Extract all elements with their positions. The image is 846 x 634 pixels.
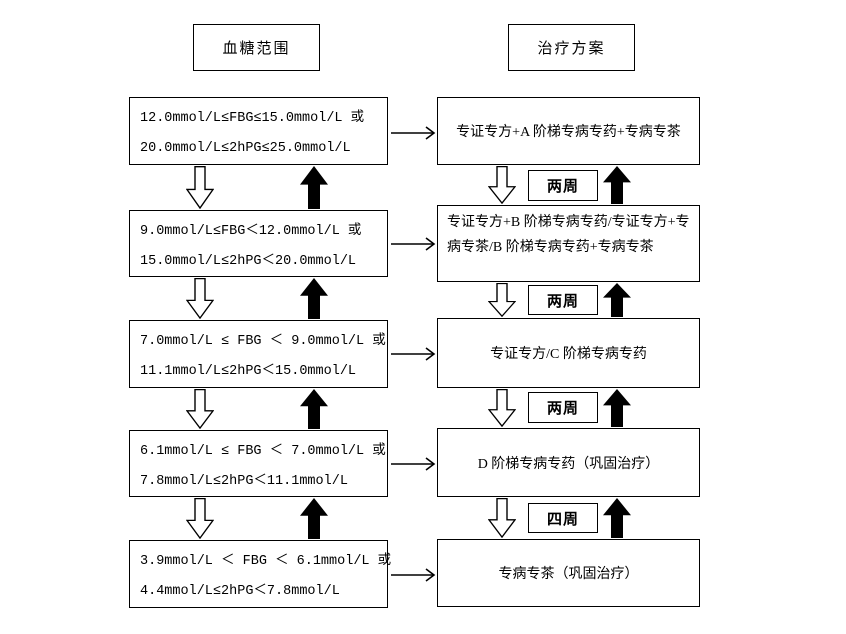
down-arrow-icon: [186, 166, 214, 209]
down-arrow-icon: [488, 498, 516, 538]
header-glucose-range: 血糖范围: [193, 24, 320, 71]
down-arrow-icon: [488, 283, 516, 317]
interval-box: 四周: [528, 503, 598, 533]
interval-label: 两周: [546, 179, 579, 195]
range-line-1: 3.9mmol/L ＜ FBG ＜ 6.1mmol/L 或: [140, 554, 392, 569]
down-arrow-icon: [186, 389, 214, 429]
glucose-range-box-5: 3.9mmol/L ＜ FBG ＜ 6.1mmol/L 或 4.4mmol/L≤…: [129, 540, 392, 608]
treatment-box-5: 专病专茶（巩固治疗）: [437, 539, 700, 607]
range-line-2: 4.4mmol/L≤2hPG＜7.8mmol/L: [140, 584, 340, 599]
treatment-label: D 阶梯专病专药（巩固治疗）: [477, 456, 660, 472]
treatment-box-3: 专证专方/C 阶梯专病专药: [437, 318, 700, 388]
up-arrow-icon: [300, 389, 328, 429]
header-glucose-range-label: 血糖范围: [222, 41, 291, 57]
range-line-1: 6.1mmol/L ≤ FBG ＜ 7.0mmol/L 或: [140, 444, 386, 459]
glucose-range-box-4: 6.1mmol/L ≤ FBG ＜ 7.0mmol/L 或 7.8mmol/L≤…: [129, 430, 388, 497]
glucose-range-box-2: 9.0mmol/L≤FBG＜12.0mmol/L 或 15.0mmol/L≤2h…: [129, 210, 388, 277]
glucose-range-box-3: 7.0mmol/L ≤ FBG ＜ 9.0mmol/L 或 11.1mmol/L…: [129, 320, 388, 388]
range-line-2: 11.1mmol/L≤2hPG＜15.0mmol/L: [140, 364, 357, 379]
right-arrow-icon: [391, 347, 436, 361]
up-arrow-icon: [603, 389, 631, 427]
interval-box: 两周: [528, 392, 598, 423]
treatment-label: 专证专方/C 阶梯专病专药: [490, 347, 647, 362]
range-line-1: 12.0mmol/L≤FBG≤15.0mmol/L 或: [140, 111, 365, 126]
up-arrow-icon: [603, 166, 631, 204]
treatment-label: 专病专茶（巩固治疗）: [498, 567, 639, 582]
right-arrow-icon: [391, 237, 436, 251]
up-arrow-icon: [300, 498, 328, 539]
treatment-label: 专证专方+A 阶梯专病专药+专病专茶: [456, 125, 681, 140]
interval-box: 两周: [528, 285, 598, 315]
range-line-2: 20.0mmol/L≤2hPG≤25.0mmol/L: [140, 141, 351, 156]
right-arrow-icon: [391, 457, 436, 471]
down-arrow-icon: [488, 389, 516, 427]
range-line-2: 15.0mmol/L≤2hPG＜20.0mmol/L: [140, 254, 357, 269]
header-treatment-plan: 治疗方案: [508, 24, 635, 71]
interval-label: 两周: [546, 293, 579, 310]
down-arrow-icon: [488, 166, 516, 204]
interval-label: 四周: [546, 511, 579, 528]
treatment-box-1: 专证专方+A 阶梯专病专药+专病专茶: [437, 97, 700, 165]
interval-box: 两周: [528, 170, 598, 201]
up-arrow-icon: [603, 498, 631, 538]
down-arrow-icon: [186, 498, 214, 539]
glucose-range-box-1: 12.0mmol/L≤FBG≤15.0mmol/L 或 20.0mmol/L≤2…: [129, 97, 388, 165]
right-arrow-icon: [391, 126, 436, 140]
up-arrow-icon: [603, 283, 631, 317]
up-arrow-icon: [300, 166, 328, 209]
down-arrow-icon: [186, 278, 214, 319]
range-line-1: 9.0mmol/L≤FBG＜12.0mmol/L 或: [140, 224, 362, 239]
treatment-box-4: D 阶梯专病专药（巩固治疗）: [437, 428, 700, 497]
treatment-label: 专证专方+B 阶梯专病专药/专证专方+专病专茶/B 阶梯专病专药+专病专茶: [447, 215, 690, 255]
right-arrow-icon: [391, 568, 436, 582]
interval-label: 两周: [546, 401, 579, 417]
range-line-2: 7.8mmol/L≤2hPG＜11.1mmol/L: [140, 474, 348, 489]
treatment-box-2: 专证专方+B 阶梯专病专药/专证专方+专病专茶/B 阶梯专病专药+专病专茶: [437, 205, 700, 282]
range-line-1: 7.0mmol/L ≤ FBG ＜ 9.0mmol/L 或: [140, 334, 386, 349]
up-arrow-icon: [300, 278, 328, 319]
header-treatment-plan-label: 治疗方案: [537, 41, 606, 57]
